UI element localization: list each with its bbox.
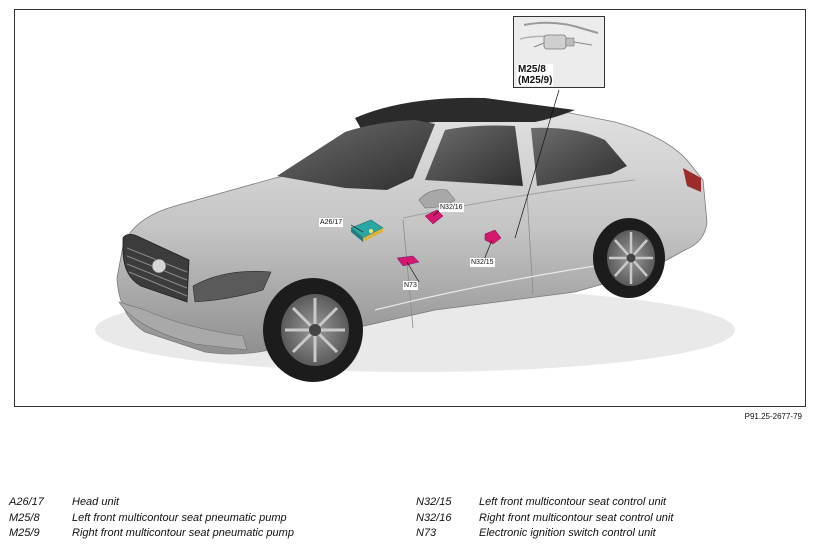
legend-desc: Electronic ignition switch control unit bbox=[479, 527, 656, 539]
callout-a26-17: A26/17 bbox=[319, 218, 344, 227]
callout-n32-15: N32/15 bbox=[470, 258, 495, 267]
n73-component bbox=[396, 255, 420, 267]
legend-row: N73 Electronic ignition switch control u… bbox=[416, 526, 673, 542]
car-illustration bbox=[95, 89, 735, 382]
figure-frame: A26/17 N32/16 N32/15 N73 M25/8 (M25/9) bbox=[14, 9, 806, 407]
pump-detail-inset: M25/8 (M25/9) bbox=[513, 16, 605, 88]
door-line-rear bbox=[526, 193, 534, 295]
rear-wheel bbox=[593, 218, 665, 298]
door-line-front bbox=[402, 219, 414, 329]
headlight bbox=[192, 270, 272, 303]
n32-15-component bbox=[484, 229, 502, 245]
head-unit-component bbox=[350, 219, 384, 242]
legend-desc: Right front multicontour seat control un… bbox=[479, 511, 674, 524]
front-wheel bbox=[263, 278, 363, 382]
legend-code: N32/15 bbox=[416, 496, 452, 508]
inset-label: M25/8 (M25/9) bbox=[517, 64, 554, 86]
legend-code: N32/16 bbox=[416, 511, 452, 524]
legend-row: M25/9 Right front multicontour seat pneu… bbox=[9, 526, 294, 542]
inset-label-line1: M25/8 bbox=[518, 64, 546, 75]
callout-n32-16: N32/16 bbox=[439, 203, 464, 212]
legend-desc: Left front multicontour seat control uni… bbox=[479, 496, 667, 508]
figure-id: P91.25-2677-79 bbox=[744, 412, 802, 421]
front-bumper bbox=[118, 301, 248, 351]
windscreen bbox=[277, 120, 435, 190]
star-emblem bbox=[151, 258, 167, 274]
legend-row: M25/8 Left front multicontour seat pneum… bbox=[9, 511, 294, 527]
legend-code: A26/17 bbox=[9, 496, 44, 508]
legend-desc: Right front multicontour seat pneumatic … bbox=[72, 527, 294, 539]
beltline bbox=[402, 179, 636, 219]
n32-16-component bbox=[424, 209, 444, 225]
legend-row: A26/17 Head unit bbox=[9, 495, 294, 511]
tail-light bbox=[683, 168, 701, 192]
roof-glass bbox=[355, 97, 575, 136]
legend-code: M25/9 bbox=[9, 527, 40, 539]
legend-left: A26/17 Head unit M25/8 Left front multic… bbox=[9, 495, 294, 542]
rear-side-window bbox=[531, 127, 627, 186]
inset-label-line2: (M25/9) bbox=[518, 75, 553, 86]
front-side-window bbox=[425, 125, 523, 186]
leader-lines bbox=[350, 89, 560, 283]
legend-code: N73 bbox=[416, 527, 437, 539]
legend-code: M25/8 bbox=[9, 511, 40, 524]
legend-desc: Left front multicontour seat pneumatic p… bbox=[72, 511, 287, 524]
legend-desc: Head unit bbox=[72, 496, 120, 508]
legend-row: N32/16 Right front multicontour seat con… bbox=[416, 511, 673, 527]
callout-n73: N73 bbox=[403, 281, 418, 290]
legend-right: N32/15 Left front multicontour seat cont… bbox=[416, 495, 673, 542]
legend-row: N32/15 Left front multicontour seat cont… bbox=[416, 495, 673, 511]
